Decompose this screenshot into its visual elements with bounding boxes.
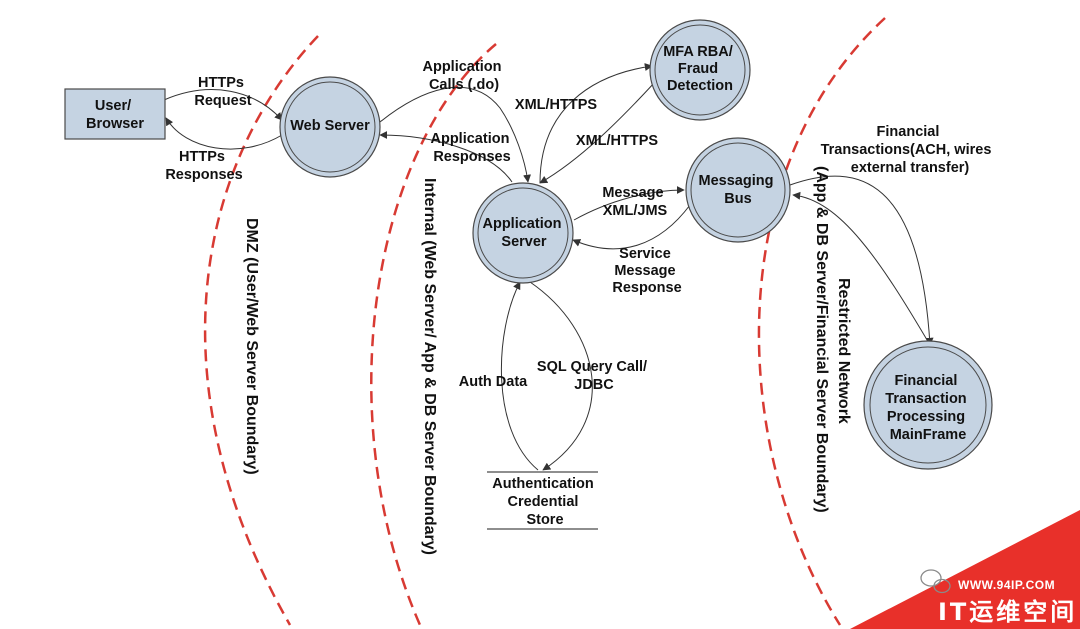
mfa-line-2: Fraud (678, 61, 718, 77)
messaging-bus-line-1: Messaging (699, 173, 774, 189)
internal-boundary-line (370, 43, 497, 626)
auth-store-line-2: Credential (508, 494, 579, 510)
arrow-financial-in (792, 191, 931, 346)
arrow-xml-https-1 (539, 63, 653, 184)
mfa-line-3: Detection (667, 78, 733, 94)
node-web-server: Web Server (279, 76, 381, 178)
label-financial-transactions: Financial Transactions(ACH, wires extern… (821, 124, 996, 176)
label-sql-query: SQL Query Call/ JDBC (537, 359, 651, 393)
user-browser-line-2: Browser (86, 116, 144, 132)
label-app-responses: Application Responses (431, 131, 514, 165)
label-auth-data: Auth Data (459, 374, 528, 390)
svg-text:Authentication Credentia: Authentication Credential Store (492, 476, 598, 528)
node-mfa-fraud-detection: MFA RBA/ Fraud Detection (649, 19, 751, 121)
label-https-responses: HTTPs Responses (165, 149, 242, 183)
svg-text:User/ Browser: User/ Browser (86, 98, 144, 132)
node-financial-mainframe: Financial Transaction Processing MainFra… (863, 340, 993, 470)
svg-text:Application Server: Application Server (483, 216, 566, 250)
wechat-icon (920, 569, 951, 594)
app-server-line-1: Application (483, 216, 562, 232)
auth-store-line-3: Store (526, 512, 563, 528)
messaging-bus-line-2: Bus (724, 191, 751, 207)
connectors (163, 63, 934, 471)
label-message-xml-jms: Message XML/JMS (602, 185, 667, 219)
node-user-browser: User/ Browser (64, 88, 166, 140)
mainframe-line-3: Processing (887, 409, 965, 425)
label-restricted-boundary-line-2: (App & DB Server/Financial Server Bounda… (813, 166, 830, 513)
svg-text:MFA RBA/ Fraud Det: MFA RBA/ Fraud Detection (663, 44, 737, 94)
label-restricted-boundary-line-1: Restricted Network (835, 278, 852, 424)
label-xml-https-2: XML/HTTPS (576, 133, 658, 149)
node-messaging-bus: Messaging Bus (685, 137, 791, 243)
svg-text:Messaging Bus: Messaging Bus (699, 173, 778, 207)
arrow-app-responses (379, 131, 513, 183)
arrow-https-request (163, 89, 283, 121)
node-application-server: Application Server (472, 182, 574, 284)
arrow-financial-out (789, 175, 934, 346)
arrow-xml-https-2 (539, 81, 656, 184)
arrow-service-message (572, 204, 691, 250)
watermark-url: WWW.94IP.COM (958, 578, 1055, 592)
label-service-message-response: Service Message Response (612, 246, 681, 296)
label-https-request: HTTPs Request (194, 75, 251, 109)
watermark: WWW.94IP.COM IT运维空间 (850, 510, 1080, 629)
arrow-auth-data (500, 281, 539, 471)
arrow-https-responses (165, 117, 283, 150)
arrow-sql-query (529, 281, 593, 471)
label-xml-https-1: XML/HTTPS (515, 97, 597, 113)
watermark-name: IT运维空间 (938, 598, 1077, 626)
mainframe-line-1: Financial (895, 373, 958, 389)
web-server-label: Web Server (290, 118, 370, 134)
mfa-line-1: MFA RBA/ (663, 44, 733, 60)
arrow-app-calls (379, 86, 531, 183)
restricted-boundary-line (757, 17, 886, 626)
dmz-boundary-line (203, 35, 319, 626)
app-server-line-2: Server (501, 234, 547, 250)
arrow-message-xml-jms (573, 186, 685, 221)
mainframe-line-4: MainFrame (890, 427, 967, 443)
label-dmz-boundary: DMZ (User/Web Server Boundary) (243, 218, 260, 475)
svg-text:Web Server: Web Server (290, 118, 370, 134)
svg-text:Financial Transaction: Financial Transaction Processing MainFra… (885, 373, 970, 443)
auth-store-line-1: Authentication (492, 476, 594, 492)
label-internal-boundary: Internal (Web Server/ App & DB Server Bo… (421, 178, 438, 555)
mainframe-line-2: Transaction (885, 391, 966, 407)
node-auth-credential-store: Authentication Credential Store (487, 471, 598, 530)
label-app-calls: Application Calls (.do) (423, 59, 506, 93)
user-browser-line-1: User/ (95, 98, 131, 114)
